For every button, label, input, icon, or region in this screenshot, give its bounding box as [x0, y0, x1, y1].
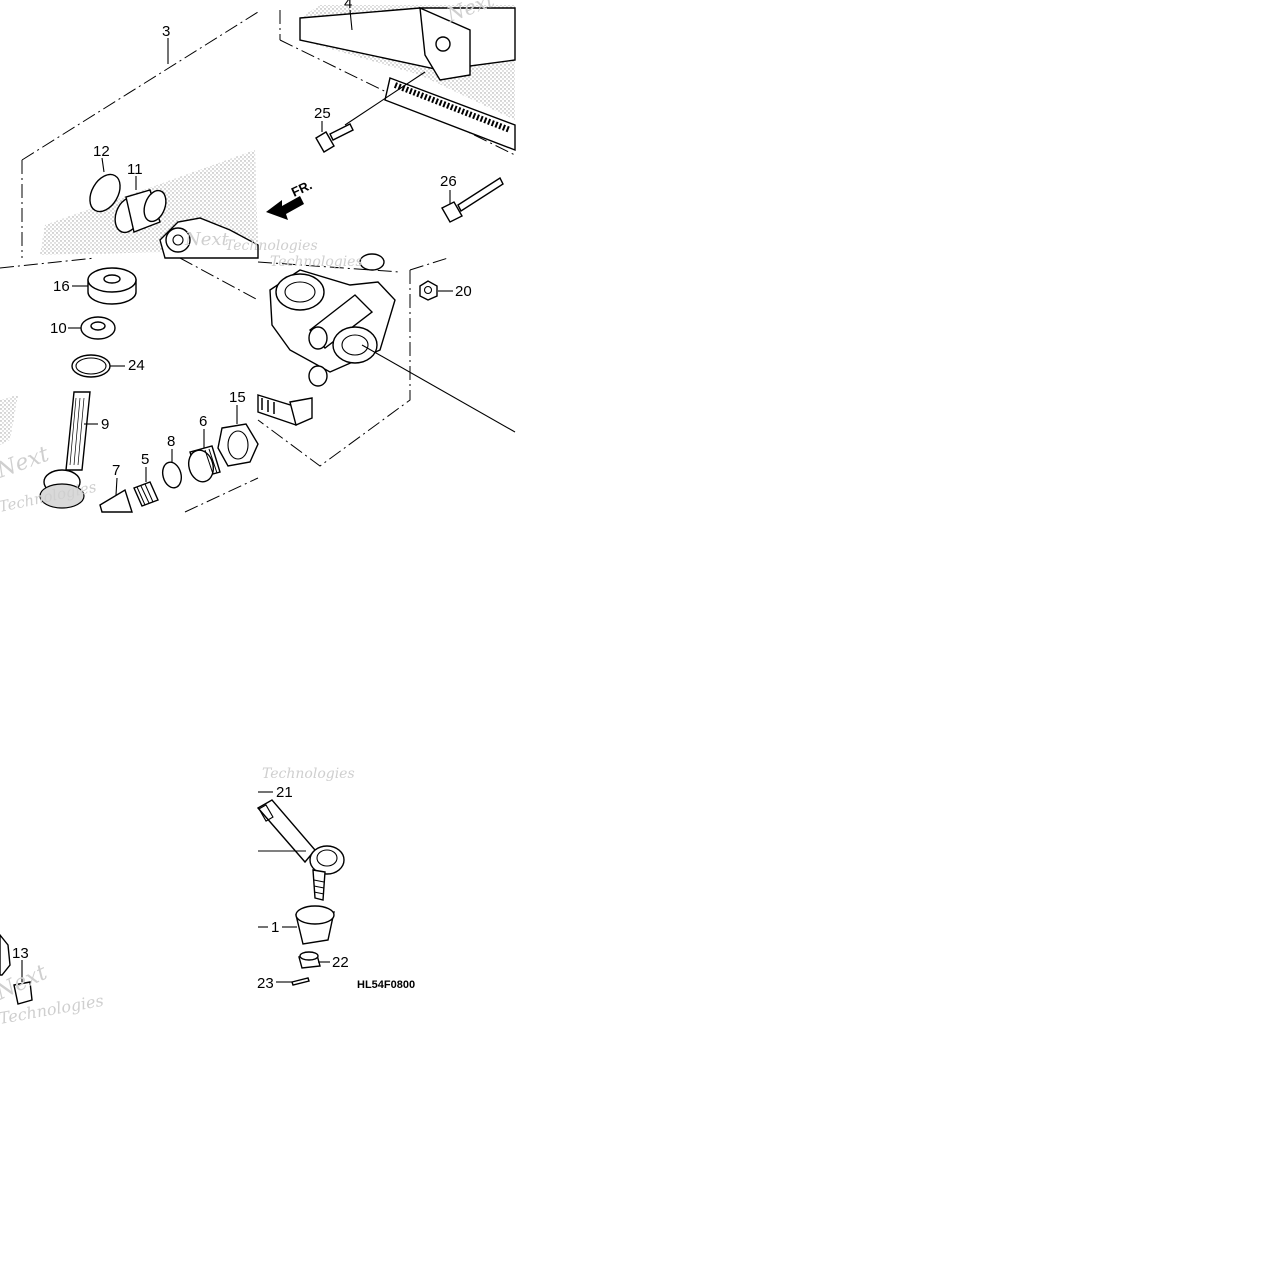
callout-21: 21: [276, 784, 293, 801]
group-bracket-line: [21, 11, 259, 161]
direction-label: FR.: [289, 177, 314, 199]
ball-joint-13-part: [0, 933, 33, 1005]
leader-line: [344, 71, 426, 126]
valve-housing-part: [269, 253, 396, 387]
callout-20: 20: [455, 283, 472, 300]
group-bracket-line: [179, 257, 259, 301]
callout-8: 8: [167, 433, 175, 450]
leader-line: [361, 344, 516, 433]
callout-9: 9: [101, 416, 109, 433]
spring-5-part: [133, 481, 159, 507]
leader-line: [101, 157, 105, 173]
tile-top-left: Next Technologies 3 12 11: [21, 11, 318, 259]
watermark-text: Next: [184, 229, 230, 250]
ring-24-part: [71, 354, 111, 378]
castle-nut-22-part: [298, 951, 321, 969]
seal-16-part: [87, 267, 137, 305]
snap-ring-part: [89, 173, 121, 213]
guide-7-part: [99, 488, 133, 513]
callout-24: 24: [128, 357, 145, 374]
callout-4: 4: [344, 0, 352, 12]
callout-15: 15: [229, 389, 246, 406]
callout-23: 23: [257, 975, 274, 992]
callout-3: 3: [162, 23, 170, 40]
leader-line: [115, 477, 118, 496]
tile-bottom-right: Technologies 21 1 22 23 HL54F0800: [256, 766, 415, 992]
front-direction-arrow-icon: [266, 196, 304, 220]
callout-7: 7: [112, 462, 120, 479]
cotter-pin-23-part: [291, 977, 310, 986]
watermark-text: Technologies: [262, 766, 355, 782]
screw-6-part: [187, 445, 221, 483]
tie-rod-end-part: [256, 799, 345, 901]
callout-5: 5: [141, 451, 149, 468]
group-bracket-line: [0, 257, 96, 269]
callout-1: 1: [271, 919, 279, 936]
pinion-housing-part: [159, 217, 259, 259]
tile-middle-left: Next Technologies 16 10 24 9 7 5 8 6 15: [0, 257, 259, 516]
rack-housing-part: [299, 6, 516, 81]
washer-10-part: [80, 316, 116, 340]
callout-26: 26: [440, 173, 457, 190]
pinion-shaft-9-part: [39, 391, 91, 509]
callout-22: 22: [332, 954, 349, 971]
locknut-15-part: [217, 423, 259, 467]
diagram-code: HL54F0800: [357, 979, 415, 991]
shading-area: [0, 395, 18, 445]
o-ring-8-part: [161, 461, 183, 489]
callout-16: 16: [53, 278, 70, 295]
watermark-text: Technologies: [270, 254, 363, 270]
group-bracket-line: [184, 477, 259, 513]
nut-20-part: [419, 280, 438, 301]
group-bracket-line: [409, 257, 449, 271]
watermark-text: Technologies: [225, 238, 318, 254]
callout-6: 6: [199, 413, 207, 430]
tile-bottom-left: Next Technologies 13: [0, 933, 105, 1028]
bushing-part: [114, 189, 167, 234]
bolt-25-part: [315, 123, 354, 153]
callout-12: 12: [93, 143, 110, 160]
leader-line: [349, 9, 353, 31]
callout-13: 13: [12, 945, 29, 962]
rack-bar-part: [257, 394, 313, 426]
tile-top-right: FR. Next 4 25 26: [266, 0, 516, 223]
tile-middle-right: Technologies 20: [257, 253, 516, 467]
callout-11: 11: [127, 161, 143, 178]
callout-25: 25: [314, 105, 331, 122]
callout-10: 10: [50, 320, 67, 337]
rack-gear-part: [384, 77, 516, 152]
boot-1-part: [295, 905, 335, 945]
